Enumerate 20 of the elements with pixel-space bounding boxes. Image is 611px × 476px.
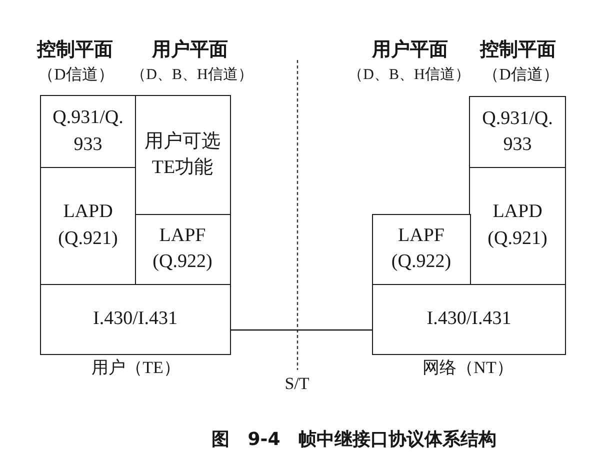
plane-heading: 用户平面 bbox=[372, 38, 448, 62]
channel-label: （D信道） bbox=[483, 65, 559, 85]
side-label: 用户（TE） bbox=[92, 358, 180, 378]
figure-caption: 图 9-4 帧中继接口协议体系结构 bbox=[211, 429, 497, 451]
protocol-layer-box: LAPF (Q.922) bbox=[372, 214, 470, 284]
protocol-layer-box: Q.931/Q.933 bbox=[40, 95, 136, 168]
plane-heading: 控制平面 bbox=[37, 38, 113, 62]
side-label: 网络（NT） bbox=[422, 358, 514, 378]
reference-point-label: S/T bbox=[284, 374, 310, 394]
protocol-layer-box: Q.931/Q.933 bbox=[469, 96, 566, 168]
plane-heading: 用户平面 bbox=[152, 38, 228, 62]
channel-label: （D信道） bbox=[38, 65, 114, 85]
protocol-layer-box: I.430/I.431 bbox=[372, 284, 566, 354]
channel-label: （D、B、H信道） bbox=[348, 66, 470, 84]
protocol-layer-box: 用户可选TE功能 bbox=[134, 95, 230, 215]
plane-heading: 控制平面 bbox=[480, 38, 556, 62]
channel-label: （D、B、H信道） bbox=[131, 66, 253, 84]
protocol-layer-box: I.430/I.431 bbox=[40, 284, 230, 354]
connecting-line bbox=[230, 329, 372, 331]
protocol-layer-box: LAPD (Q.921) bbox=[469, 166, 566, 284]
